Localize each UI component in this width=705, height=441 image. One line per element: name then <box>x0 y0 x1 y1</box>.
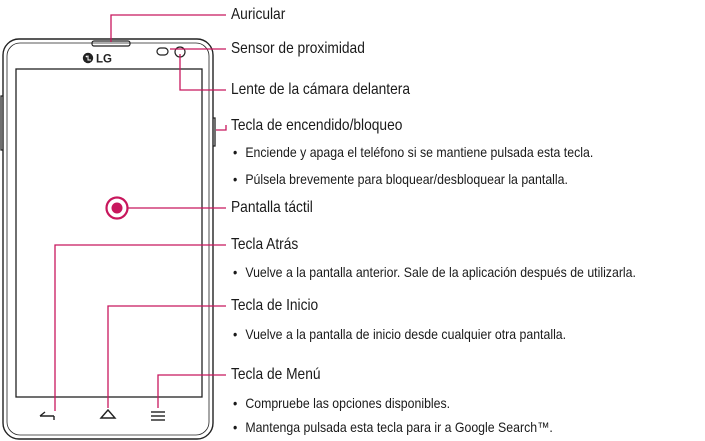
callout-line-home <box>107 305 226 408</box>
callout-label-menu-key: Tecla de Menú <box>231 366 321 383</box>
callout-label-back-key: Tecla Atrás <box>231 236 299 253</box>
callout-lines <box>54 14 227 411</box>
callout-line-earpiece <box>110 14 226 42</box>
description-menu-key-1: •Compruebe las opciones disponibles. <box>233 395 451 411</box>
power-lock-button <box>213 117 216 147</box>
description-text: Vuelve a la pantalla anterior. Sale de l… <box>245 264 636 280</box>
description-text: Púlsela brevemente para bloquear/desbloq… <box>245 171 568 187</box>
lg-logo: LG <box>82 52 112 66</box>
description-text: Enciende y apaga el teléfono si se manti… <box>245 144 594 160</box>
description-text: Compruebe las opciones disponibles. <box>245 395 451 411</box>
description-text: Vuelve a la pantalla de inicio desde cua… <box>245 326 567 342</box>
callout-line-back <box>54 244 226 411</box>
phone-body-inner-outline <box>6 42 210 436</box>
touch-screen-target <box>105 196 129 220</box>
proximity-sensor <box>156 47 169 56</box>
home-key-icon <box>99 408 117 419</box>
callout-label-power-lock-key: Tecla de encendido/bloqueo <box>231 117 403 134</box>
back-key-icon <box>39 411 55 420</box>
callout-line-camera <box>179 54 226 91</box>
phone-illustration <box>0 38 216 440</box>
phone-body-outline <box>2 38 214 440</box>
callout-label-proximity-sensor: Sensor de proximidad <box>231 40 365 57</box>
callout-line-power <box>216 125 227 131</box>
description-menu-key-2: •Mantenga pulsada esta tecla para ir a G… <box>233 419 553 435</box>
description-home-key-1: •Vuelve a la pantalla de inicio desde cu… <box>233 326 567 342</box>
callout-label-front-camera: Lente de la cámara delantera <box>231 81 411 98</box>
callout-label-home-key: Tecla de Inicio <box>231 297 319 314</box>
callout-label-touch-screen: Pantalla táctil <box>231 199 313 216</box>
callout-line-menu <box>157 374 226 408</box>
description-power-lock-2: •Púlsela brevemente para bloquear/desblo… <box>233 171 568 187</box>
volume-button <box>0 95 3 151</box>
description-power-lock-1: •Enciende y apaga el teléfono si se mant… <box>233 144 594 160</box>
description-back-key-1: •Vuelve a la pantalla anterior. Sale de … <box>233 264 636 280</box>
menu-key-icon <box>151 411 165 421</box>
phone-screen <box>15 68 203 398</box>
logo-text: LG <box>96 54 112 66</box>
description-text: Mantenga pulsada esta tecla para ir a Go… <box>245 419 553 435</box>
callout-label-earpiece: Auricular <box>231 6 286 23</box>
